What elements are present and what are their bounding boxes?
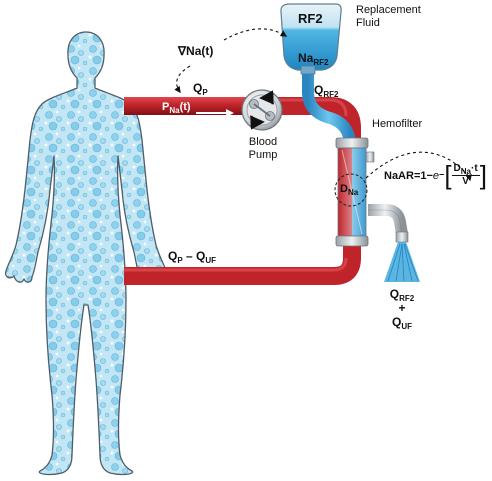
- bag-na-label: NaRF2: [298, 51, 329, 67]
- replacement-fluid-label: Replacement Fluid: [356, 4, 421, 29]
- hemofilter-cartridge-icon: [334, 137, 408, 247]
- bag-rf2-label: RF2: [298, 11, 323, 26]
- pna-label: PNa(t): [162, 101, 191, 115]
- qp-label: QP: [193, 81, 208, 97]
- venous-return-line: [124, 244, 361, 285]
- ultrafiltrate-spray-icon: [384, 231, 420, 282]
- hemofilter-label: Hemofilter: [372, 118, 423, 130]
- qrf2-label: QRF2: [314, 83, 339, 99]
- dashed-arrows: [174, 28, 472, 182]
- outflow-label: QRF2 + QUF: [389, 287, 415, 331]
- arterial-line: [124, 97, 246, 115]
- roller-pump-icon: [241, 89, 283, 131]
- replacement-fluid-line: [302, 70, 356, 147]
- return-flow-label: QP – QUF: [168, 249, 217, 265]
- grad-na-label: ∇Na(t): [178, 44, 214, 58]
- flow-arrow: [196, 109, 234, 117]
- dna-label: DNa: [340, 183, 359, 197]
- blood-pump-label: Blood Pump: [248, 136, 278, 161]
- iv-fluid-bag-icon: [280, 3, 342, 75]
